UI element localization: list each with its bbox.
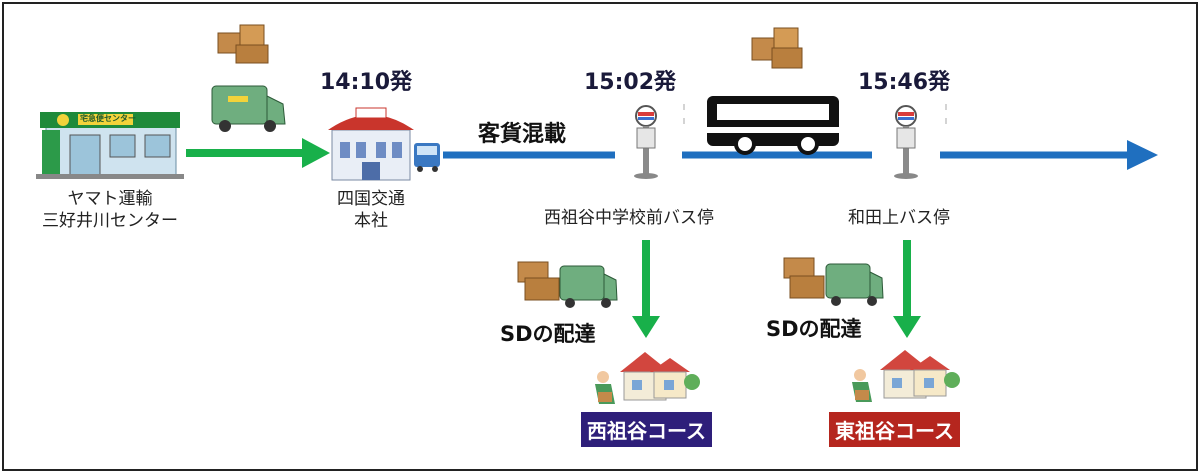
bus-stop-sign-icon-1 bbox=[634, 104, 685, 179]
large-bus-icon bbox=[707, 96, 839, 155]
sd-delivery-label-2: SDの配達 bbox=[766, 317, 862, 341]
departure-time-3: 15:46発 bbox=[858, 70, 951, 95]
bus-stop-1-label: 西祖谷中学校前バス停 bbox=[544, 208, 714, 228]
green-arrowhead-hq bbox=[302, 138, 330, 168]
center-sign-text: 宅急便センター bbox=[80, 114, 136, 123]
west-course-badge: 西祖谷コース bbox=[581, 412, 712, 447]
hq-label: 四国交通 本社 bbox=[316, 188, 426, 232]
departure-time-2: 15:02発 bbox=[584, 70, 677, 95]
green-down-arrowhead-2 bbox=[893, 316, 921, 338]
yamato-center-label: ヤマト運輸 三好井川センター bbox=[20, 188, 200, 232]
sd-delivery-label-1: SDの配達 bbox=[500, 322, 596, 346]
cargo-boxes-icon-2 bbox=[751, 27, 803, 69]
cargo-boxes-icon-1 bbox=[217, 24, 269, 64]
sd-truck-with-boxes-icon-2 bbox=[783, 257, 884, 306]
route-arrowhead bbox=[1127, 140, 1158, 170]
green-down-arrowhead-1 bbox=[632, 316, 660, 338]
departure-time-1: 14:10発 bbox=[320, 70, 413, 95]
hq-label-line1: 四国交通 bbox=[337, 189, 405, 209]
yamato-center-label-line1: ヤマト運輸 bbox=[67, 189, 153, 209]
sd-truck-with-boxes-icon-1 bbox=[517, 261, 618, 308]
mixed-cargo-label: 客貨混載 bbox=[478, 122, 567, 147]
hq-label-line2: 本社 bbox=[354, 211, 388, 231]
houses-and-courier-icon-1 bbox=[595, 352, 700, 404]
houses-and-courier-icon-2 bbox=[852, 350, 960, 402]
bus-stop-sign-icon-2 bbox=[894, 104, 947, 179]
east-course-badge: 東祖谷コース bbox=[829, 412, 960, 447]
yamato-center-building-icon bbox=[36, 112, 184, 179]
yamato-center-label-line2: 三好井川センター bbox=[42, 211, 178, 231]
bus-stop-2-label: 和田上バス停 bbox=[848, 208, 950, 228]
shikoku-kotsu-hq-building-icon bbox=[328, 107, 414, 181]
delivery-truck-icon bbox=[211, 85, 286, 132]
small-bus-icon bbox=[414, 143, 440, 172]
